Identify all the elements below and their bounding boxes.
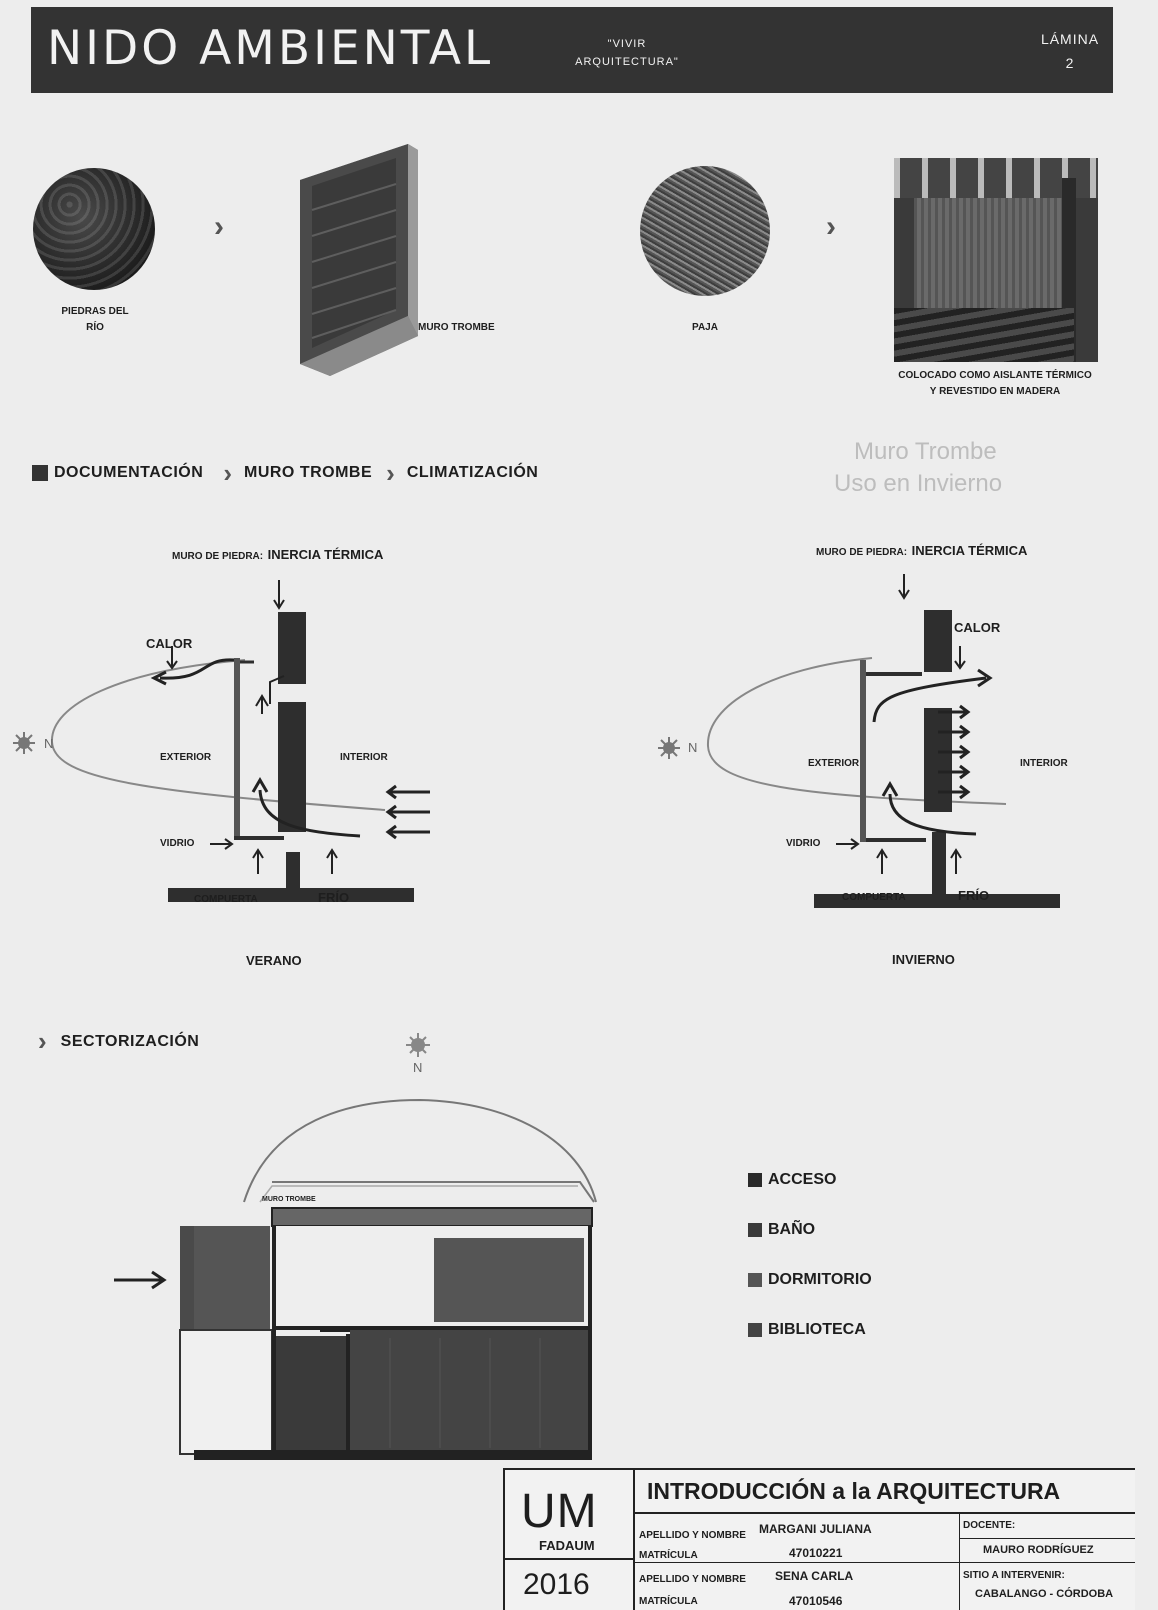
- legend-item-acceso: ACCESO: [748, 1168, 872, 1192]
- site-label: SITIO A INTERVENIR:: [963, 1570, 1065, 1581]
- interior-label: INTERIOR: [340, 752, 388, 763]
- chevron-right-icon: ›: [386, 457, 395, 488]
- ghost-heading: Muro Trombe Uso en Invierno: [834, 438, 1003, 497]
- section-breadcrumb: DOCUMENTACIÓN › MURO TROMBE › CLIMATIZAC…: [32, 457, 539, 488]
- chevron-right-icon: ›: [826, 210, 836, 243]
- interior-label: INTERIOR: [1020, 758, 1068, 769]
- student2-name: SENA CARLA: [775, 1569, 854, 1583]
- legend-item-biblioteca: BIBLIOTECA: [748, 1318, 872, 1342]
- wall-label: MURO DE PIEDRA: INERCIA TÉRMICA: [816, 543, 1028, 558]
- straw-insulation-photo: [894, 158, 1098, 362]
- site-value: CABALANGO - CÓRDOBA: [975, 1588, 1114, 1600]
- trombe-wall-label: MURO TROMBE: [418, 322, 495, 333]
- title-block: UM FADAUM 2016 INTRODUCCIÓN a la ARQUITE…: [503, 1468, 1135, 1610]
- chevron-right-icon: ›: [38, 1026, 47, 1056]
- gate-label: COMPUERTA: [194, 894, 258, 905]
- header-banner: NIDO AMBIENTAL "VIVIR ARQUITECTURA" LÁMI…: [31, 7, 1113, 93]
- teacher-name: MAURO RODRÍGUEZ: [983, 1544, 1094, 1556]
- subtitle: "VIVIR ARQUITECTURA": [575, 38, 679, 68]
- legend-swatch: [748, 1272, 762, 1287]
- page-title: NIDO AMBIENTAL: [47, 21, 494, 76]
- wall-label: MURO DE PIEDRA: INERCIA TÉRMICA: [172, 547, 384, 562]
- summer-diagram-drawing: [13, 580, 430, 902]
- course-title: INTRODUCCIÓN a la ARQUITECTURA: [647, 1478, 1061, 1504]
- gate-label: COMPUERTA: [842, 892, 906, 903]
- winter-diagram: MURO DE PIEDRA: INERCIA TÉRMICA CALOR N …: [640, 540, 1100, 980]
- breadcrumb-muro-trombe: MURO TROMBE: [243, 464, 373, 481]
- year-label: 2016: [523, 1568, 590, 1601]
- heat-label: CALOR: [954, 620, 1001, 635]
- university-logo: UM: [521, 1485, 598, 1538]
- legend-swatch: [748, 1322, 762, 1337]
- sectorization-heading: › SECTORIZACIÓN: [38, 1026, 200, 1056]
- chevron-right-icon: ›: [223, 457, 232, 488]
- floor-plan: [114, 1033, 597, 1460]
- student2-id: 47010546: [789, 1594, 843, 1608]
- exterior-label: EXTERIOR: [808, 758, 860, 769]
- name-label: APELLIDO Y NOMBRE: [639, 1530, 746, 1541]
- student1-id: 47010221: [789, 1546, 843, 1560]
- trombe-tag: MURO TROMBE: [262, 1196, 316, 1203]
- season-caption: INVIERNO: [892, 952, 955, 967]
- exterior-label: EXTERIOR: [160, 752, 212, 763]
- season-caption: VERANO: [246, 953, 302, 968]
- legend-swatch: [748, 1172, 762, 1187]
- id-label: MATRÍCULA: [639, 1550, 698, 1561]
- heat-label: CALOR: [146, 636, 193, 651]
- north-label: N: [413, 1060, 423, 1075]
- section-marker-square: [32, 465, 48, 481]
- breadcrumb-documentacion: DOCUMENTACIÓN: [54, 464, 204, 481]
- winter-diagram-drawing: [658, 574, 1060, 908]
- student1-name: MARGANI JULIANA: [759, 1522, 872, 1536]
- legend-item-bano: BAÑO: [748, 1218, 872, 1242]
- cold-label: FRÍO: [958, 888, 990, 903]
- sun-icon: [13, 732, 35, 754]
- glass-label: VIDRIO: [160, 838, 195, 849]
- breadcrumb-climatizacion: CLIMATIZACIÓN: [406, 464, 539, 481]
- river-stones-image: [33, 168, 155, 290]
- sectorization-legend: ACCESO BAÑO DORMITORIO BIBLIOTECA: [748, 1168, 872, 1342]
- sun-icon: [658, 737, 680, 759]
- summer-diagram: MURO DE PIEDRA: INERCIA TÉRMICA CALOR N …: [0, 540, 560, 980]
- chevron-right-icon: ›: [214, 210, 224, 243]
- north-label: N: [44, 736, 54, 751]
- legend-swatch: [748, 1222, 762, 1237]
- name-label: APELLIDO Y NOMBRE: [639, 1574, 746, 1585]
- river-stones-label: PIEDRAS DEL RÍO: [61, 306, 129, 333]
- photo-caption: COLOCADO COMO AISLANTE TÉRMICO Y REVESTI…: [898, 370, 1092, 397]
- id-label: MATRÍCULA: [639, 1596, 698, 1607]
- lamina-indicator: LÁMINA 2: [1040, 31, 1100, 71]
- sun-icon: [406, 1033, 430, 1057]
- straw-image: [640, 166, 770, 296]
- teacher-label: DOCENTE:: [963, 1520, 1016, 1531]
- faculty-label: FADAUM: [539, 1538, 595, 1553]
- straw-label: PAJA: [692, 322, 718, 333]
- glass-label: VIDRIO: [786, 838, 821, 849]
- trombe-wall-image: [300, 144, 418, 376]
- cold-label: FRÍO: [318, 890, 350, 905]
- north-label: N: [688, 740, 698, 755]
- legend-item-dormitorio: DORMITORIO: [748, 1268, 872, 1292]
